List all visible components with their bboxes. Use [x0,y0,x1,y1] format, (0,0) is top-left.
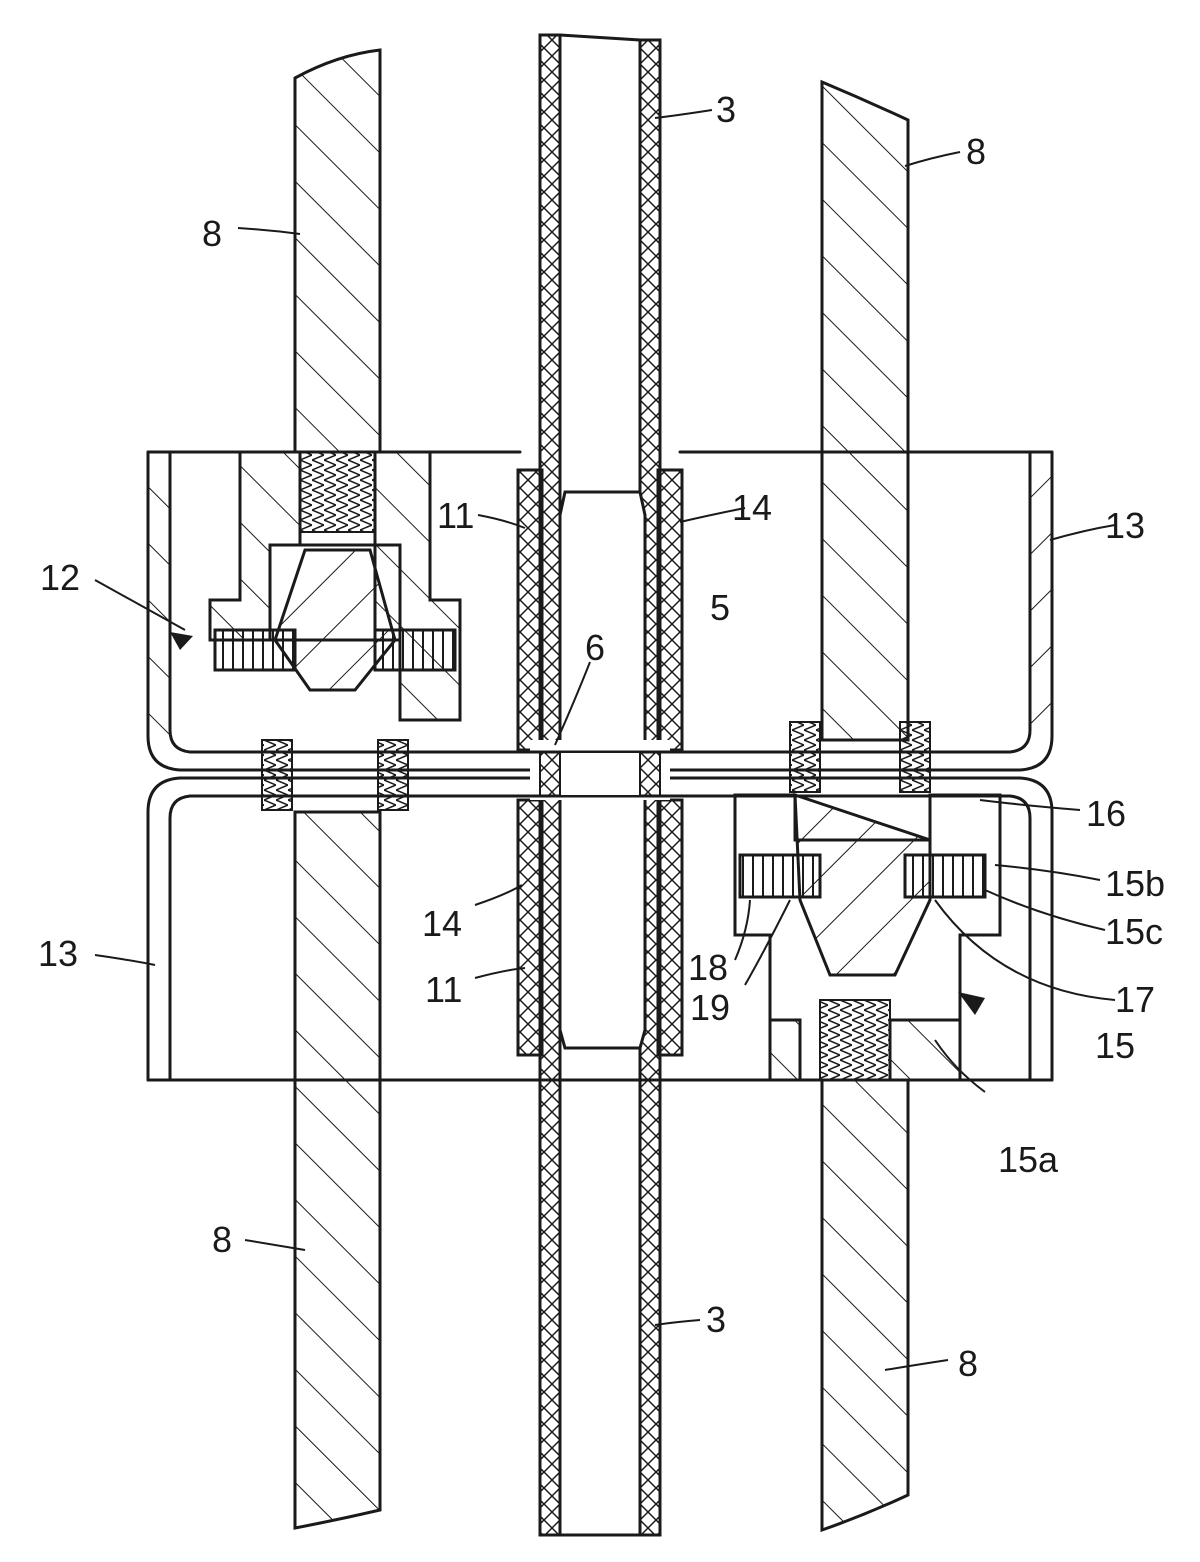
label-15: 15 [1095,1025,1135,1066]
label-8-top-right: 8 [966,131,986,172]
arrowhead-15 [958,992,985,1015]
arrowhead-12 [170,632,193,650]
label-13-left: 13 [38,933,78,974]
label-3-bottom: 3 [706,1299,726,1340]
label-17: 17 [1115,979,1155,1020]
sleeve-11-14 [516,468,684,1057]
label-11-lower: 11 [425,969,462,1010]
label-12: 12 [40,557,80,598]
joint-6 [528,740,672,800]
label-14-upper: 14 [732,487,772,528]
rod-8-upper-left [293,48,382,454]
label-13-right: 13 [1105,505,1145,546]
label-15a: 15a [998,1139,1059,1180]
rod-8-upper-right [820,79,910,742]
label-5: 5 [710,587,730,628]
label-8-bottom-right: 8 [958,1343,978,1384]
rod-8-lower-right [820,1078,910,1533]
label-15c: 15c [1105,911,1163,952]
rod-8-lower-left [293,810,382,1530]
connector-15 [733,721,1002,1082]
leader-lines [94,109,1116,1371]
label-16: 16 [1086,793,1126,834]
label-19: 19 [690,987,730,1028]
label-6: 6 [585,627,605,668]
label-8-bottom-left: 8 [212,1219,232,1260]
connector-12 [208,450,462,811]
label-18: 18 [688,947,728,988]
label-14-lower: 14 [422,903,462,944]
label-8-top-left: 8 [202,213,222,254]
label-3-top: 3 [716,89,736,130]
label-11-upper: 11 [437,495,474,536]
label-15b: 15b [1105,863,1165,904]
reference-labels: 3 8 8 11 14 13 12 5 6 16 15b 15c 14 13 1… [38,89,1165,1384]
